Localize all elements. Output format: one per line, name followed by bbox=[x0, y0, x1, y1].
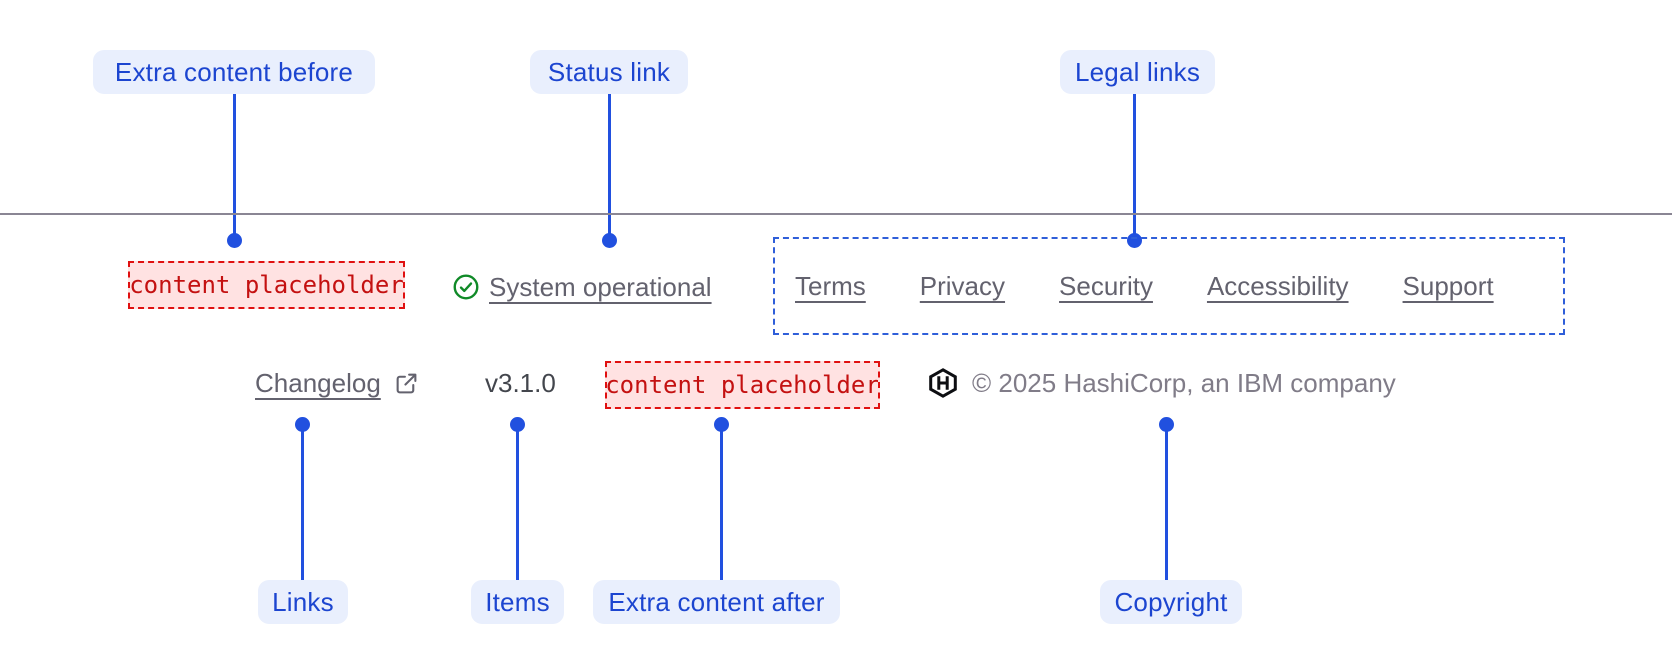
connector-dot bbox=[1159, 417, 1174, 432]
changelog-label[interactable]: Changelog bbox=[255, 367, 381, 398]
legal-link-support[interactable]: Support bbox=[1402, 270, 1494, 301]
extra-content-after-placeholder: content placeholder bbox=[605, 361, 880, 409]
annotation-legal-links: Legal links bbox=[1060, 50, 1215, 94]
annotation-copyright: Copyright bbox=[1100, 580, 1242, 624]
connector-dot bbox=[510, 417, 525, 432]
connector-dot bbox=[714, 417, 729, 432]
footer-top-divider bbox=[0, 213, 1672, 215]
annotation-status-link: Status link bbox=[530, 50, 688, 94]
connector-line bbox=[233, 94, 236, 235]
hashicorp-logo bbox=[929, 368, 957, 398]
external-link-icon bbox=[394, 371, 419, 396]
annotation-links: Links bbox=[258, 580, 348, 624]
copyright-text: © 2025 HashiCorp, an IBM company bbox=[972, 367, 1396, 398]
connector-dot bbox=[602, 233, 617, 248]
legal-links-group: Terms Privacy Security Accessibility Sup… bbox=[773, 237, 1565, 335]
extra-content-before-placeholder: content placeholder bbox=[128, 261, 405, 309]
status-link-label[interactable]: System operational bbox=[489, 271, 712, 302]
check-circle-icon bbox=[453, 274, 479, 300]
annotation-items: Items bbox=[471, 580, 564, 624]
connector-line bbox=[720, 430, 723, 580]
legal-link-terms[interactable]: Terms bbox=[795, 270, 866, 301]
version-item: v3.1.0 bbox=[485, 360, 556, 406]
status-link[interactable]: System operational bbox=[453, 264, 712, 310]
version-label: v3.1.0 bbox=[485, 367, 556, 398]
placeholder-text: content placeholder bbox=[129, 271, 404, 299]
changelog-link[interactable]: Changelog bbox=[255, 360, 419, 406]
connector-line bbox=[1133, 94, 1136, 235]
annotation-extra-content-before: Extra content before bbox=[93, 50, 375, 94]
connector-dot bbox=[295, 417, 310, 432]
connector-line bbox=[516, 430, 519, 580]
connector-line bbox=[1165, 430, 1168, 580]
annotation-extra-content-after: Extra content after bbox=[593, 580, 840, 624]
legal-link-privacy[interactable]: Privacy bbox=[919, 270, 1006, 301]
connector-dot bbox=[1127, 233, 1142, 248]
copyright-item: © 2025 HashiCorp, an IBM company bbox=[929, 360, 1396, 406]
connector-dot bbox=[227, 233, 242, 248]
legal-link-security[interactable]: Security bbox=[1059, 270, 1153, 301]
placeholder-text: content placeholder bbox=[605, 371, 880, 399]
connector-line bbox=[608, 94, 611, 235]
connector-line bbox=[301, 430, 304, 580]
legal-link-accessibility[interactable]: Accessibility bbox=[1206, 270, 1349, 301]
